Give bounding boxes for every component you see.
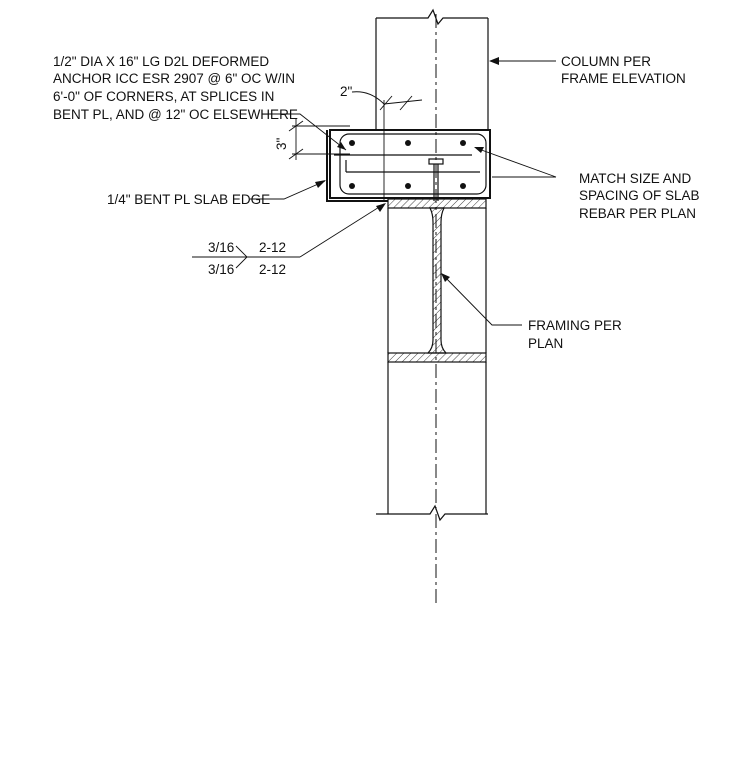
beam-web <box>426 207 448 354</box>
rebar-note-line: MATCH SIZE AND <box>579 171 692 186</box>
framing-note: FRAMING PER PLAN <box>441 273 622 351</box>
rebar-leader-arrow <box>474 147 484 153</box>
column-top-break-line <box>376 8 488 26</box>
weld-top-size: 3/16 <box>208 240 234 255</box>
anchor-note-line: 6'-0" OF CORNERS, AT SPLICES IN <box>53 89 274 104</box>
rebar-dot <box>349 140 355 146</box>
column-note: COLUMN PER FRAME ELEVATION <box>489 54 686 86</box>
weld-symbol: 3/16 2-12 3/16 2-12 <box>192 203 386 277</box>
rebar-note-line: SPACING OF SLAB <box>579 188 700 203</box>
weld-arrow-line <box>299 203 385 258</box>
anchor-note-line: BENT PL, AND @ 12" OC ELSEWHERE <box>53 107 298 122</box>
dimension-tick <box>379 95 393 111</box>
anchor-note: 1/2" DIA X 16" LG D2L DEFORMED ANCHOR IC… <box>53 54 347 151</box>
dimension-2in: 2" <box>340 84 423 111</box>
rebar-dot <box>460 183 466 189</box>
dimension-3in: 3" <box>274 118 350 160</box>
slab-edge-assembly <box>326 100 491 202</box>
column-note-line: COLUMN PER <box>561 54 651 69</box>
column-note-line: FRAME ELEVATION <box>561 71 686 86</box>
weld-top-length: 2-12 <box>259 240 286 255</box>
rebar-dot <box>405 140 411 146</box>
weld-bottom-length: 2-12 <box>259 262 286 277</box>
dimension-3in-label: 3" <box>274 137 289 150</box>
slab-edge-leader <box>250 180 326 200</box>
rebar-dot <box>460 140 466 146</box>
framing-leader <box>441 273 522 326</box>
anchor-leader-arrow <box>337 142 346 150</box>
anchor-note-line: 1/2" DIA X 16" LG D2L DEFORMED <box>53 54 269 69</box>
beam-section <box>387 198 487 363</box>
dimension-2in-label: 2" <box>340 84 353 99</box>
column-leader-arrow <box>489 57 499 65</box>
slab-edge-leader-arrow <box>315 180 326 188</box>
weld-bottom-size: 3/16 <box>208 262 234 277</box>
rebar-note: MATCH SIZE AND SPACING OF SLAB REBAR PER… <box>474 147 700 221</box>
anchor-leader <box>262 113 347 151</box>
dimension-leader <box>351 91 385 105</box>
weld-arrow-head <box>376 203 386 212</box>
column <box>375 8 489 604</box>
rebar-dot <box>349 183 355 189</box>
framing-note-line: FRAMING PER <box>528 318 622 333</box>
framing-leader-arrow <box>441 273 450 282</box>
slab-rebar-stirrup <box>339 133 487 195</box>
slab-edge-note: 1/4" BENT PL SLAB EDGE <box>107 180 326 207</box>
rebar-leader <box>475 147 557 178</box>
framing-note-line: PLAN <box>528 336 563 351</box>
rebar-dot <box>405 183 411 189</box>
dimension-line <box>383 99 423 105</box>
column-bottom-break-line <box>376 504 488 522</box>
anchor-note-line: ANCHOR ICC ESR 2907 @ 6" OC W/IN <box>53 71 295 86</box>
shear-stud-head <box>428 158 444 165</box>
beam-bottom-flange <box>387 352 487 363</box>
slab-edge-outline <box>329 129 491 199</box>
rebar-note-line: REBAR PER PLAN <box>579 206 696 221</box>
bent-plate <box>326 130 388 202</box>
dimension-tick <box>399 95 413 111</box>
beam-top-flange <box>387 198 487 209</box>
slab-edge-note-text: 1/4" BENT PL SLAB EDGE <box>107 192 270 207</box>
fillet-weld-symbol <box>235 245 248 269</box>
